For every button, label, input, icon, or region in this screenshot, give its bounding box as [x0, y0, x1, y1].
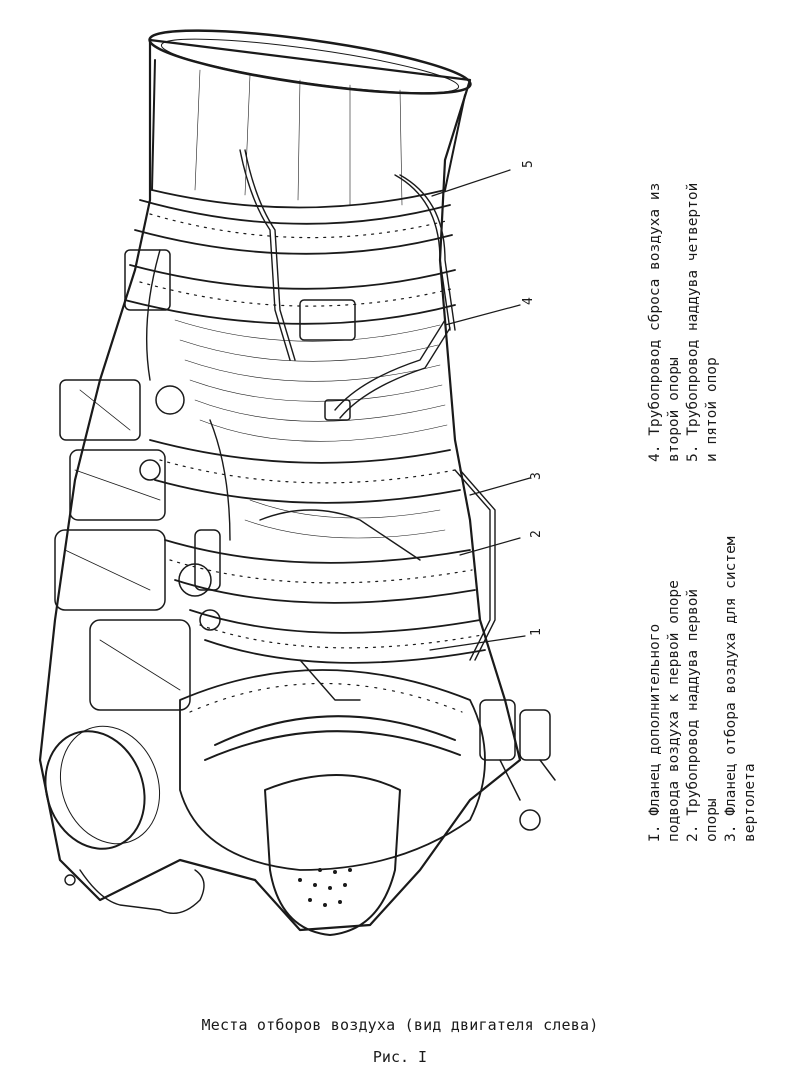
leader-2	[459, 537, 521, 556]
leader-4	[444, 304, 521, 326]
legend-line: 3. Фланец отбора воздуха для систем	[723, 536, 739, 842]
body-shading	[174, 319, 448, 539]
leader-1	[429, 635, 526, 651]
figure-caption: Места отборов воздуха (вид двигателя сле…	[201, 1016, 599, 1034]
legend-line: второй опоры	[666, 357, 682, 462]
engine-outline	[38, 38, 522, 932]
casing-rings	[124, 199, 486, 664]
harness	[64, 869, 205, 914]
callout-number-5: 5	[521, 160, 536, 168]
legend-line: подвода воздуха к первой опоре	[666, 580, 682, 842]
air-intake-duct	[148, 29, 472, 209]
legend-line: и пятой опор	[704, 357, 720, 462]
callout-number-1: 1	[529, 628, 544, 636]
figure-number: Рис. I	[372, 1048, 428, 1066]
legend-line: опоры	[704, 798, 720, 842]
legend-column-right: 4. Трубопровод сброса воздуха из второй …	[646, 183, 722, 462]
callout-number-4: 4	[521, 297, 536, 305]
callout-leaders	[429, 169, 531, 651]
legend-line: I. Фланец дополнительного	[647, 623, 663, 842]
legend-line: 4. Трубопровод сброса воздуха из	[647, 182, 663, 462]
leader-3	[469, 477, 531, 496]
callout-number-3: 3	[529, 472, 544, 480]
front-flange	[179, 669, 486, 871]
ring-bolts	[139, 213, 483, 649]
legend-line: 5. Трубопровод наддува четвертой	[685, 182, 701, 462]
front-disc	[44, 725, 161, 850]
pipelines	[145, 149, 496, 701]
legend-column-left: I. Фланец дополнительного подвода воздух…	[646, 536, 760, 842]
legend-line: вертолета	[742, 763, 758, 842]
callout-number-2: 2	[529, 530, 544, 538]
right-fittings	[479, 699, 556, 831]
legend-line: 2. Трубопровод наддува первой	[685, 588, 701, 842]
callout-numbers: 1 2 3 4 5	[521, 160, 544, 636]
leader-5	[431, 169, 511, 197]
exhaust-nozzle	[204, 715, 461, 936]
accessory-units	[54, 249, 356, 711]
